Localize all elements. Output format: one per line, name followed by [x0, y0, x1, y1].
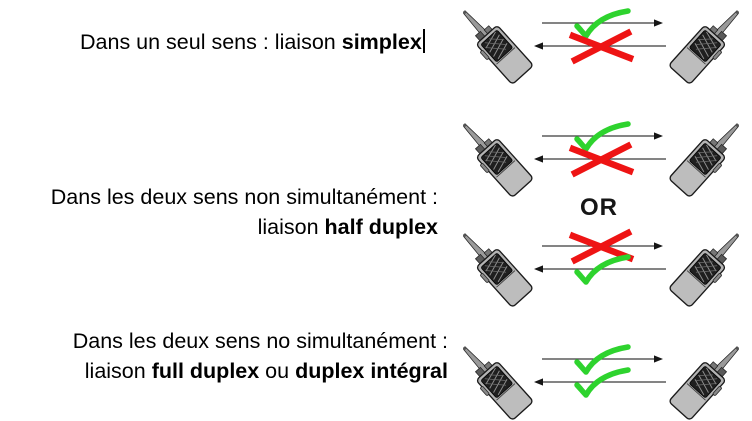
caption-full-duplex-line2-mid: ou — [259, 359, 296, 383]
channel-a-to-b — [542, 233, 663, 260]
caption-half-duplex-line2-prefix: liaison — [257, 215, 325, 239]
channel-b-to-a — [534, 256, 666, 283]
diagram-simplex-link — [451, 1, 751, 87]
caption-full-duplex[interactable]: Dans les deux sens no simultanément : li… — [28, 326, 448, 386]
walkie-talkie-left-icon — [451, 337, 535, 421]
diagram-half-duplex-a — [451, 114, 751, 200]
channel-b-to-a — [534, 369, 666, 396]
arrow-right-icon — [654, 242, 663, 250]
channel-b-to-a — [534, 146, 666, 173]
caption-half-duplex-line2-bold: half duplex — [324, 215, 438, 239]
diagram-full-duplex — [451, 337, 751, 421]
walkie-talkie-left-icon — [451, 1, 535, 87]
caption-simplex-bold: simplex — [341, 30, 422, 54]
walkie-talkie-right-icon — [667, 114, 751, 200]
arrow-left-icon — [534, 155, 543, 163]
walkie-talkie-left-icon — [451, 224, 535, 310]
caption-half-duplex-line1: Dans les deux sens non simultanément : — [50, 185, 438, 209]
caption-full-duplex-line2-bold2: duplex intégral — [295, 359, 448, 383]
caption-full-duplex-line2-bold1: full duplex — [151, 359, 260, 383]
caption-full-duplex-line1: Dans les deux sens no simultanément : — [72, 329, 448, 353]
channel-a-to-b — [542, 123, 663, 150]
arrow-right-icon — [654, 19, 663, 27]
walkie-talkie-right-icon — [667, 224, 751, 310]
arrow-left-icon — [534, 265, 543, 273]
walkie-talkie-right-icon — [667, 337, 751, 421]
arrow-right-icon — [654, 355, 663, 363]
walkie-talkie-right-icon — [667, 1, 751, 87]
diagram-half-duplex-b — [451, 224, 751, 310]
caption-simplex-text: Dans un seul sens : liaison — [80, 30, 342, 54]
channel-a-to-b — [542, 10, 663, 37]
channel-a-to-b — [542, 346, 663, 373]
arrow-right-icon — [654, 132, 663, 140]
caption-full-duplex-line2: liaison full duplex ou duplex intégral — [28, 356, 448, 386]
walkie-talkie-left-icon — [451, 114, 535, 200]
arrow-left-icon — [534, 42, 543, 50]
or-label: OR — [580, 194, 618, 221]
text-cursor — [422, 29, 425, 53]
caption-simplex[interactable]: Dans un seul sens : liaison simplex — [80, 27, 425, 57]
caption-half-duplex[interactable]: Dans les deux sens non simultanément : l… — [8, 182, 438, 242]
channel-b-to-a — [534, 33, 666, 60]
caption-full-duplex-line2-prefix: liaison — [84, 359, 152, 383]
caption-half-duplex-line2: liaison half duplex — [8, 212, 438, 242]
arrow-left-icon — [534, 378, 543, 386]
